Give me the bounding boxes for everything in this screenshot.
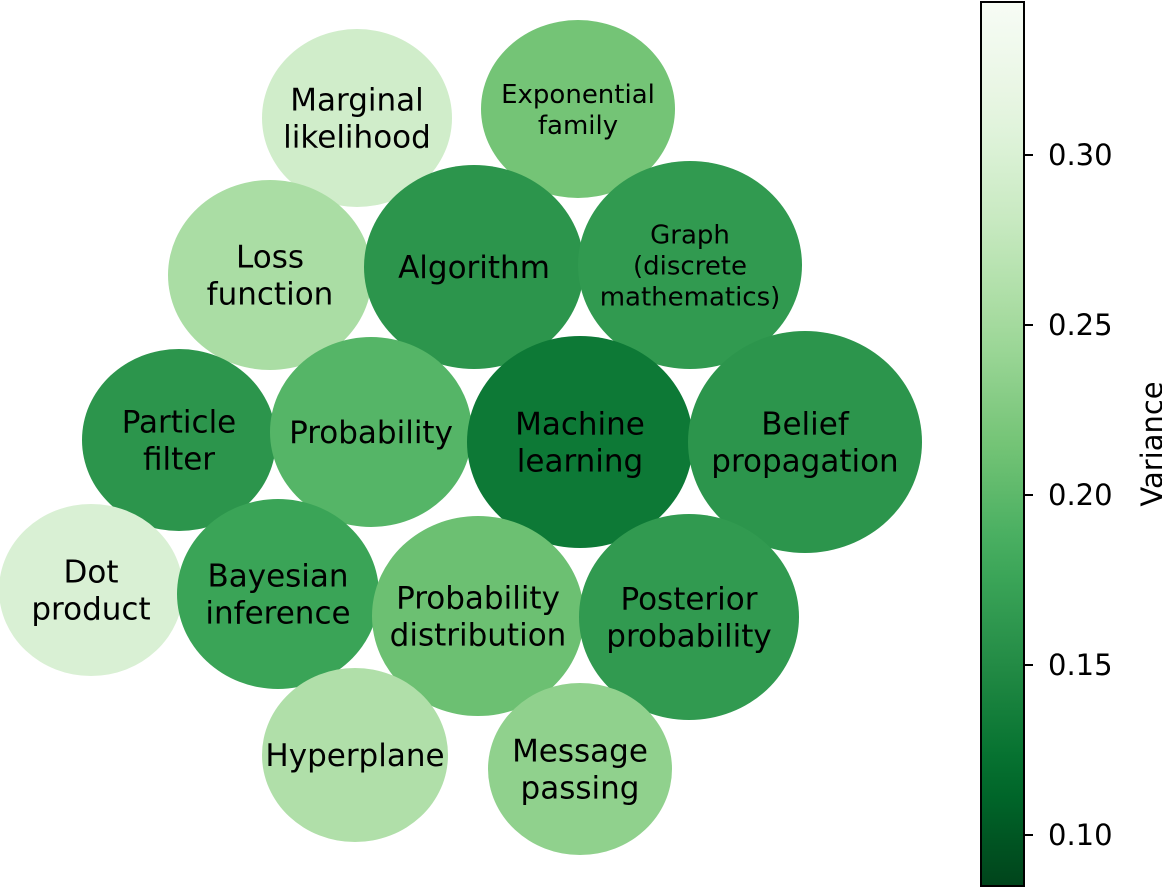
colorbar-tick-label: 0.30 <box>1048 138 1113 172</box>
colorbar-ticks: 0.10 0.15 0.20 0.25 0.30 <box>1024 138 1113 852</box>
bubble-circle <box>364 165 584 369</box>
colorbar-tick-label: 0.25 <box>1048 308 1113 342</box>
bubble-circle <box>688 331 922 553</box>
bubble-circle <box>262 668 448 842</box>
bubble-label: Probability <box>289 415 453 451</box>
bubble-circle <box>82 349 276 531</box>
bubble-label: Hyperplane <box>265 738 444 774</box>
bubble-circle <box>168 180 372 370</box>
colorbar: 0.10 0.15 0.20 0.25 0.30 Variance <box>980 1 1162 887</box>
colorbar-gradient <box>980 1 1025 887</box>
colorbar-tick-label: 0.20 <box>1048 478 1113 512</box>
bubble-circle <box>578 161 802 369</box>
bubble-label: Algorithm <box>398 250 550 286</box>
bubble: Probability <box>270 337 472 527</box>
bubble-circle <box>579 514 799 720</box>
bubble-circle <box>177 499 379 689</box>
bubble-circle <box>372 516 584 716</box>
colorbar-label: Variance <box>1135 381 1162 506</box>
bubble: Algorithm <box>364 165 584 369</box>
bubble: Hyperplane <box>262 668 448 842</box>
bubble-circle <box>270 337 472 527</box>
colorbar-tick-label: 0.10 <box>1048 818 1113 852</box>
bubble-circle <box>488 683 672 855</box>
bubble-circle <box>481 20 675 198</box>
colorbar-tick-label: 0.15 <box>1048 648 1113 682</box>
bubble-circle <box>262 29 452 207</box>
bubble-circle <box>0 504 183 676</box>
bubble-circle <box>467 336 693 548</box>
